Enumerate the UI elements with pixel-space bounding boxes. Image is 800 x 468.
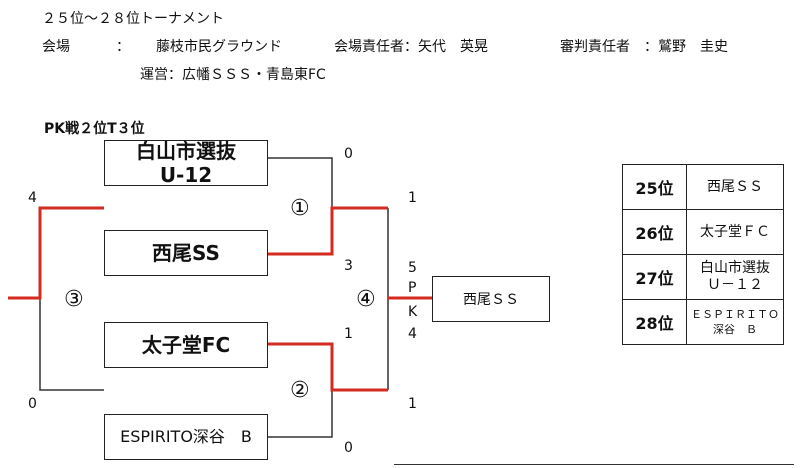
ranking-row: 28位 ＥＳＰＩＲＩＴＯ 深谷 Ｂ xyxy=(622,299,784,345)
referee-manager: 審判責任者 ：鷲野 圭史 xyxy=(560,39,728,55)
score-m2-top: 1 xyxy=(344,326,353,342)
match-label-4: ④ xyxy=(356,287,376,312)
pk-note: PK戦２位T３位 xyxy=(44,121,145,137)
ranking-place: 27位 xyxy=(622,254,687,300)
score-m3-bottom: 0 xyxy=(28,396,37,412)
winner-line-m1 xyxy=(268,206,388,256)
venue-separator: ： xyxy=(116,39,130,55)
score-m4-top: 1 xyxy=(408,190,417,206)
team-1-line1: 白山市選抜 xyxy=(136,139,236,163)
page-title: ２５位～２８位トーナメント xyxy=(42,11,224,27)
ranking-team: ＥＳＰＩＲＩＴＯ 深谷 Ｂ xyxy=(686,299,784,345)
team-4-name: ESPIRITO深谷 B xyxy=(120,427,252,446)
team-box-2: 西尾SS xyxy=(104,230,268,276)
footer-rule xyxy=(394,464,794,465)
match-label-1: ① xyxy=(290,196,310,221)
venue-name: 藤枝市民グラウンド xyxy=(156,39,282,55)
team-2-name: 西尾SS xyxy=(152,241,220,265)
pk-score-bottom: 4 xyxy=(408,326,417,342)
winner-line-m2 xyxy=(268,342,388,392)
venue-manager: 会場責任者：矢代 英晃 xyxy=(334,39,488,55)
score-m1-top: 0 xyxy=(344,146,353,162)
pk-letter-p: P xyxy=(408,280,417,296)
ranking-place: 26位 xyxy=(622,209,687,255)
ranking-team: 西尾ＳＳ xyxy=(686,164,784,210)
pk-score-top: 5 xyxy=(408,260,417,276)
score-m4-bottom: 1 xyxy=(408,396,417,412)
winner-box: 西尾ＳＳ xyxy=(432,276,550,322)
bracket-line-third-lower xyxy=(39,298,104,391)
team-3-name: 太子堂FC xyxy=(141,333,231,357)
ranking-row: 25位 西尾ＳＳ xyxy=(622,164,784,210)
match-label-3: ③ xyxy=(64,287,84,312)
ranking-place: 25位 xyxy=(622,164,687,210)
team-box-4: ESPIRITO深谷 B xyxy=(104,414,268,460)
match-label-2: ② xyxy=(290,378,310,403)
winner-line-third xyxy=(8,206,104,300)
score-m3-top: 4 xyxy=(28,190,37,206)
ranking-team-line1: 白山市選抜 xyxy=(700,260,770,276)
bracket-line-team1 xyxy=(268,157,333,208)
ranking-row: 26位 太子堂ＦＣ xyxy=(622,209,784,255)
venue-label: 会場 xyxy=(42,39,70,55)
score-m1-bottom: 3 xyxy=(344,258,353,274)
ranking-team: 太子堂ＦＣ xyxy=(686,209,784,255)
bracket-line-team3-lower xyxy=(268,390,333,438)
team-box-3: 太子堂FC xyxy=(104,322,268,368)
pk-letter-k: K xyxy=(408,304,418,320)
team-1-line2: U-12 xyxy=(159,163,213,187)
ranking-place: 28位 xyxy=(622,299,687,345)
ranking-team-line1: ＥＳＰＩＲＩＴＯ xyxy=(691,308,779,321)
score-m2-bottom: 0 xyxy=(344,440,353,456)
organizer: 運営：広幡ＳＳＳ・青島東FC xyxy=(140,67,326,83)
ranking-team-line2: 深谷 Ｂ xyxy=(713,323,757,336)
ranking-team-line2: Ｕ－１２ xyxy=(707,277,763,293)
